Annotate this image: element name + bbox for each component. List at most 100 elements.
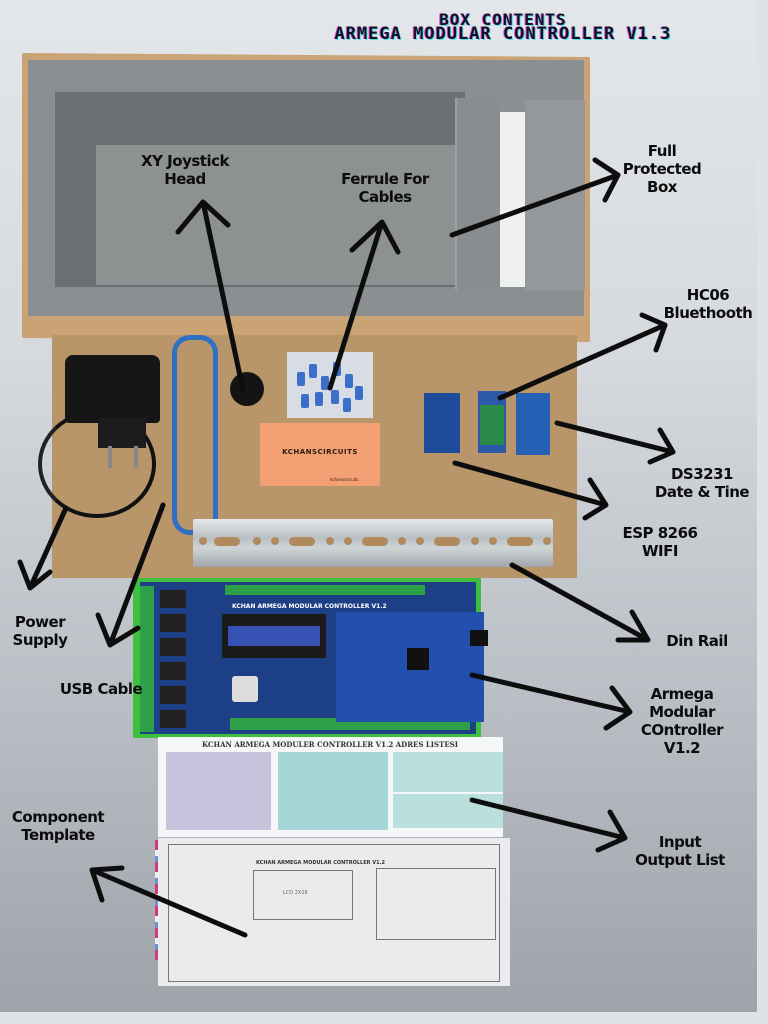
rail-hole: [471, 537, 479, 545]
ds3231-module: [516, 393, 550, 455]
rail-slot: [507, 537, 533, 546]
arrow-box: [449, 157, 621, 238]
joystick-module: [232, 676, 258, 702]
label-power-line1: Power: [14, 613, 66, 631]
rail-hole: [489, 537, 497, 545]
title-product-name: ARMEGA MODULAR CONTROLLER V1.3: [334, 24, 672, 44]
arrow-ferrule: [327, 219, 401, 391]
relay: [160, 590, 186, 608]
mcu-chip: [407, 648, 429, 670]
label-bluetooth-line2: Bluethooth: [663, 304, 753, 322]
arrow-usb: [95, 502, 166, 648]
joystick-cap: [230, 372, 264, 406]
arrow-template: [89, 865, 248, 938]
label-controller-line4: V1.2: [663, 739, 701, 757]
label-box-line2: Protected: [622, 160, 702, 178]
relay: [160, 614, 186, 632]
label-io-list-line1: Input: [658, 833, 702, 851]
label-ferrule: Ferrule For Cables: [330, 170, 440, 206]
power-jack: [470, 630, 488, 646]
relay: [160, 662, 186, 680]
label-power-line2: Supply: [12, 631, 68, 649]
label-box: Full Protected Box: [622, 142, 702, 196]
label-power: Power Supply: [4, 613, 76, 649]
pcb-title: KCHAN ARMEGA MODULAR CONTROLLER V1.2: [232, 603, 387, 610]
ferrule-bag: [287, 352, 373, 418]
label-joystick-line2: Head: [164, 170, 206, 188]
label-usb-line1: USB Cable: [59, 680, 143, 698]
label-template-line2: Template: [21, 826, 95, 844]
label-rtc: DS3231 Date & Tine: [650, 465, 754, 501]
terminal-block-left: [140, 586, 154, 732]
io-table-middle: [278, 752, 388, 830]
business-card-text: KCHANSCIRCUITS: [282, 448, 358, 456]
plug-pin: [108, 446, 112, 468]
label-bluetooth: HC06 Bluethooth: [660, 286, 756, 322]
label-controller-line1: Armega: [650, 685, 714, 703]
rail-hole: [416, 537, 424, 545]
arrow-din-rail: [509, 562, 651, 643]
rail-slot: [214, 537, 240, 546]
component-template-sheet: LCD 2X16 KCHAN ARMEGA MODULAR CONTROLLER…: [158, 838, 510, 986]
foam-divider: [455, 98, 499, 290]
label-ferrule-line1: Ferrule For: [341, 170, 429, 188]
business-card: [260, 423, 380, 486]
product-photo: BOX CONTENTS ARMEGA MODULAR CONTROLLER V…: [0, 0, 757, 1012]
label-din-rail-line1: Din Rail: [666, 632, 728, 650]
arrow-io-list: [469, 797, 628, 853]
template-lcd-label: LCD 2X16: [283, 890, 308, 896]
label-usb: USB Cable: [56, 680, 146, 698]
rail-slot: [289, 537, 315, 546]
template-outline: [168, 844, 500, 982]
rail-slot: [434, 537, 460, 546]
rail-hole: [253, 537, 261, 545]
label-rtc-line1: DS3231: [670, 465, 734, 483]
relay: [160, 638, 186, 656]
label-io-list-line2: Output List: [635, 851, 725, 869]
relay: [160, 686, 186, 704]
rail-hole: [344, 537, 352, 545]
arrow-joystick: [175, 199, 246, 393]
label-controller: Armega Modular COntroller V1.2: [632, 685, 732, 757]
label-wifi-line2: WIFI: [642, 542, 678, 560]
arrow-rtc: [554, 420, 676, 465]
label-rtc-line2: Date & Tine: [654, 483, 750, 501]
label-io-list: Input Output List: [628, 833, 732, 869]
esp8266-module: [424, 393, 460, 453]
io-list-title: KCHAN ARMEGA MODULER CONTROLLER V1.2 ADR…: [201, 740, 458, 749]
io-table-right-bottom: [393, 794, 503, 828]
rail-hole: [326, 537, 334, 545]
plug-pin: [134, 446, 138, 468]
power-supply-adapter: [65, 355, 160, 423]
rail-hole: [543, 537, 551, 545]
power-plug: [98, 418, 146, 448]
label-ferrule-line2: Cables: [358, 188, 412, 206]
label-template-line1: Component: [11, 808, 105, 826]
hc06-board: [480, 405, 504, 445]
label-box-line1: Full: [647, 142, 677, 160]
terminal-block-top: [225, 585, 425, 595]
rail-hole: [398, 537, 406, 545]
label-joystick-line1: XY Joystick: [141, 152, 229, 170]
foam-right-wall: [525, 100, 585, 290]
template-title: KCHAN ARMEGA MODULAR CONTROLLER V1.2: [256, 860, 385, 866]
label-controller-line2: Modular: [649, 703, 715, 721]
arrow-power: [17, 505, 69, 591]
rail-hole: [271, 537, 279, 545]
arrow-controller: [469, 672, 633, 731]
label-box-line3: Box: [647, 178, 677, 196]
foam-floor: [96, 145, 464, 285]
lcd-screen: [228, 626, 320, 646]
label-din-rail: Din Rail: [652, 632, 742, 650]
business-card-handle: kchanscircuits: [330, 477, 359, 482]
template-lcd-outline: [253, 870, 353, 920]
rail-slot: [362, 537, 388, 546]
label-template: Component Template: [8, 808, 108, 844]
template-mega-outline: [376, 868, 496, 940]
relay: [160, 710, 186, 728]
arrow-wifi: [452, 460, 609, 521]
io-table-right-top: [393, 752, 503, 792]
label-joystick: XY Joystick Head: [130, 152, 240, 188]
title-box-contents: BOX CONTENTS: [439, 10, 567, 29]
label-bluetooth-line1: HC06: [686, 286, 730, 304]
